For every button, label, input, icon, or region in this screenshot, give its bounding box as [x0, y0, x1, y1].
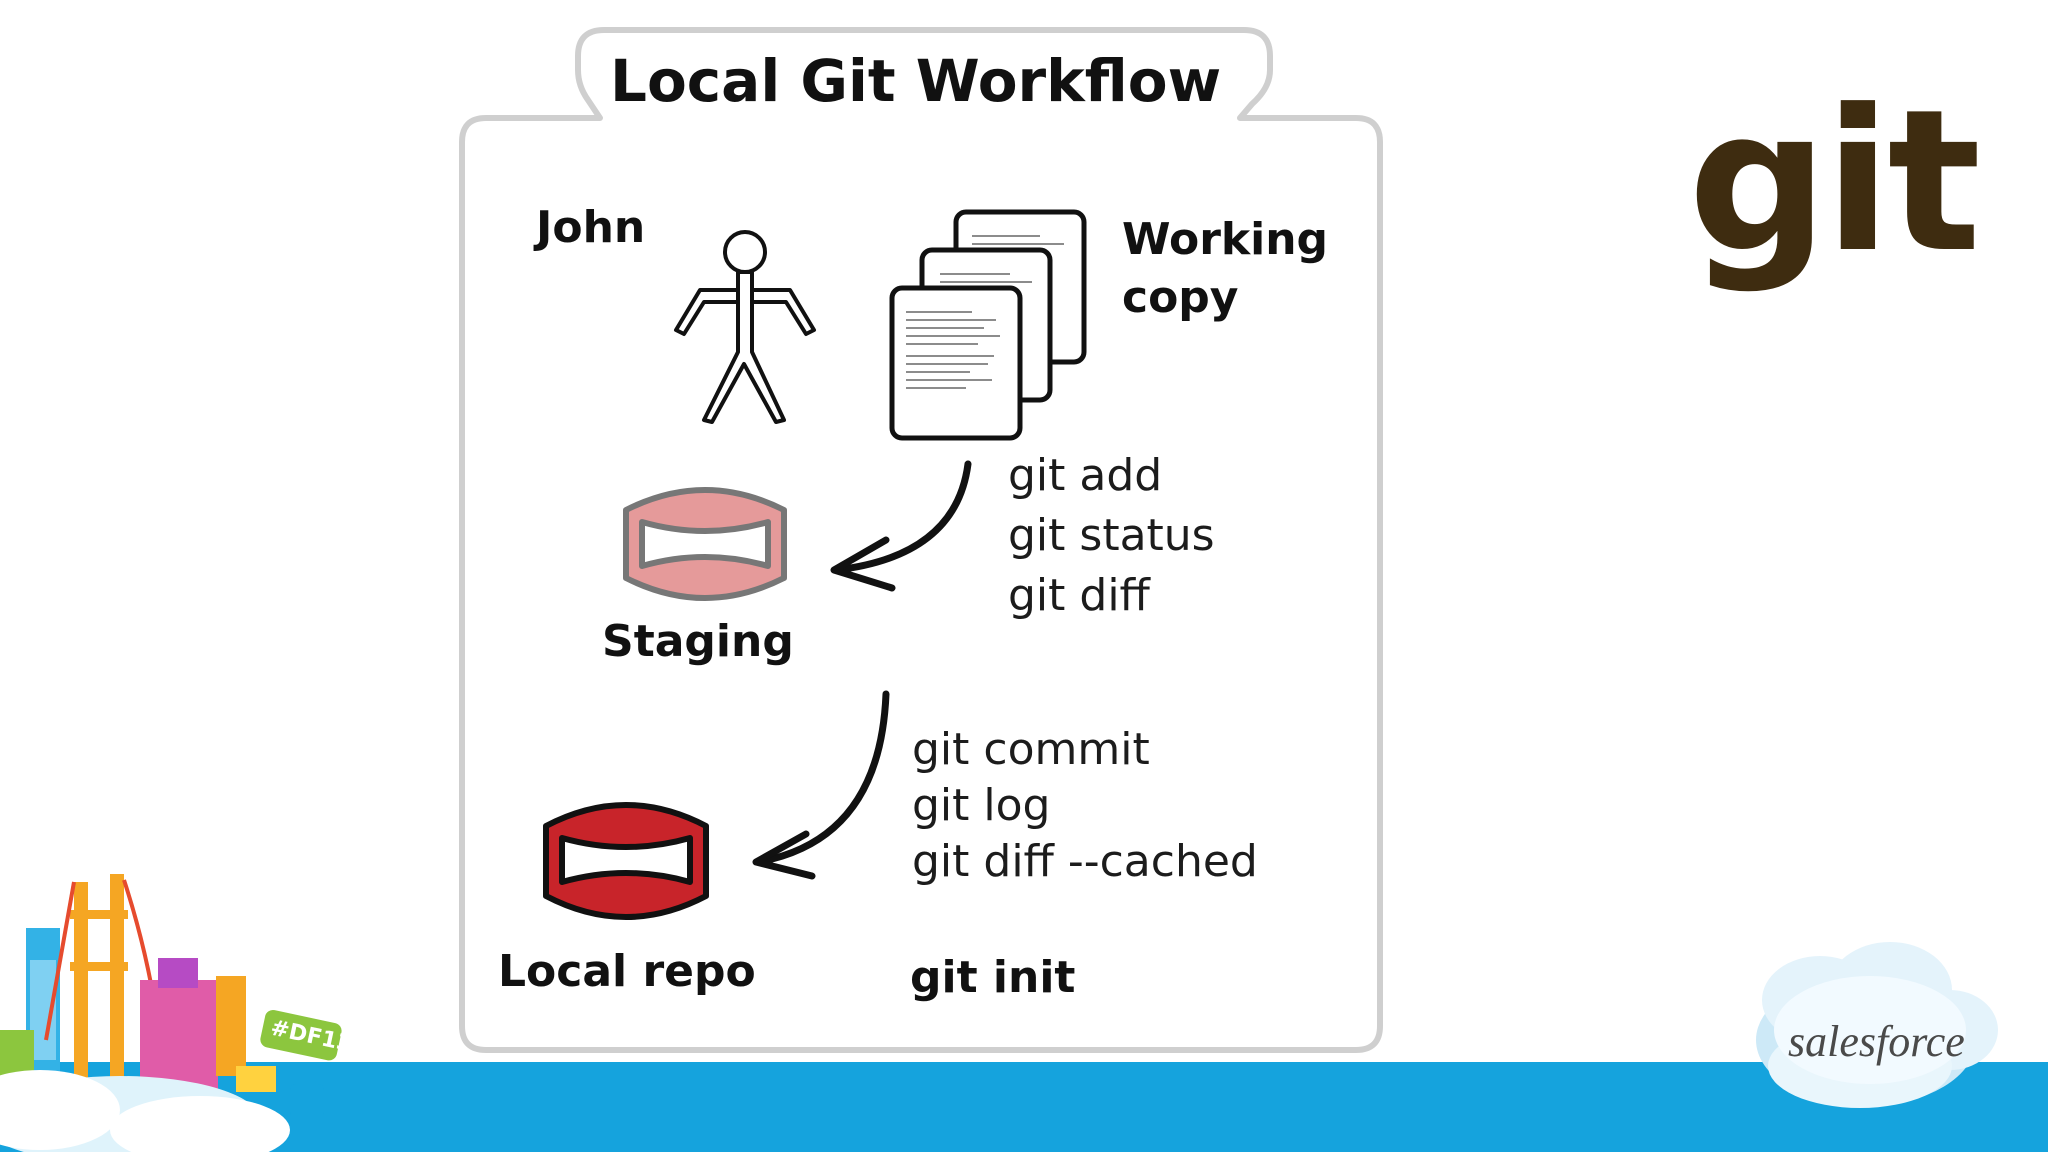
staging-icon — [623, 487, 787, 601]
staging-command: git add — [1008, 450, 1163, 501]
actor-label: John — [536, 202, 646, 253]
document-stack-icon — [889, 209, 1087, 441]
init-command: git init — [910, 952, 1076, 1003]
repo-command: git log — [912, 780, 1051, 831]
repo-icon — [543, 802, 709, 920]
staging-command: git status — [1008, 510, 1215, 561]
diagram-title: Local Git Workflow — [610, 47, 1222, 115]
salesforce-cloud-icon — [1756, 942, 1998, 1108]
arrow-to-repo — [752, 690, 890, 880]
git-logo-icon — [1518, 122, 1611, 243]
working-copy-label-line1: Working — [1122, 214, 1329, 265]
conference-skyline-icon — [0, 874, 342, 1152]
arrow-to-staging — [830, 460, 972, 592]
repo-label: Local repo — [498, 946, 756, 997]
repo-command: git diff --cached — [912, 836, 1258, 887]
staging-command: git diff — [1008, 570, 1150, 621]
bottom-bar — [0, 1062, 2048, 1152]
repo-command: git commit — [912, 724, 1150, 775]
working-copy-label-line2: copy — [1122, 272, 1239, 323]
staging-label: Staging — [602, 616, 794, 667]
salesforce-wordmark: salesforce — [1788, 1017, 1965, 1066]
person-icon — [674, 230, 816, 424]
git-logo-wordmark: git — [1688, 68, 1981, 296]
